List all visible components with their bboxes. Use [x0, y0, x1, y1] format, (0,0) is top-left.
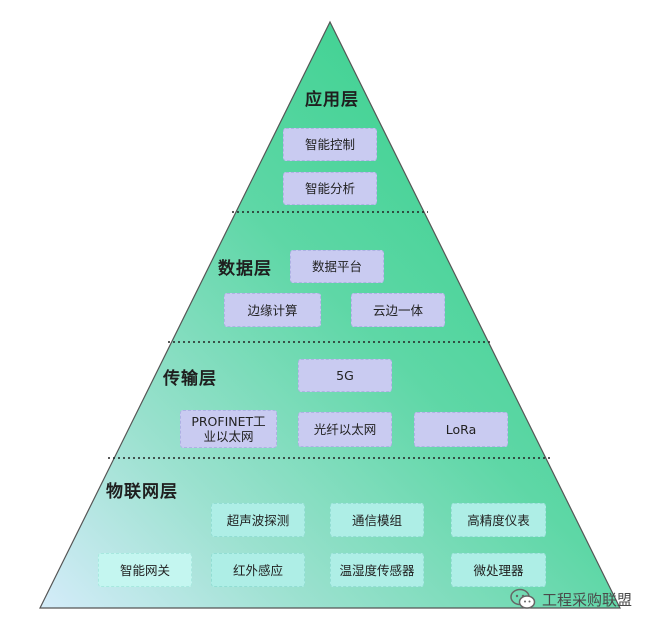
iot-item-precision-meter: 高精度仪表	[451, 503, 546, 537]
data-item-platform: 数据平台	[290, 250, 384, 283]
iot-item-temp-humidity: 温湿度传感器	[330, 553, 424, 587]
data-item-cloud-edge: 云边一体	[351, 293, 445, 327]
wechat-icon	[510, 588, 536, 609]
transport-item-profinet: PROFINET工业以太网	[180, 410, 277, 448]
transport-item-fiber-ethernet: 光纤以太网	[298, 412, 392, 447]
watermark: 工程采购联盟	[510, 588, 632, 610]
data-layer-title: 数据层	[218, 259, 272, 279]
iot-item-smart-gateway: 智能网关	[98, 553, 192, 587]
app-item-smart-control: 智能控制	[283, 128, 377, 161]
data-item-edge-computing: 边缘计算	[224, 293, 321, 327]
transport-layer-title: 传输层	[163, 369, 217, 389]
watermark-text: 工程采购联盟	[542, 590, 633, 609]
pyramid-triangle	[39, 20, 621, 609]
iot-item-ultrasonic: 超声波探测	[211, 503, 305, 537]
application-layer-title: 应用层	[305, 90, 359, 110]
iot-item-microprocessor: 微处理器	[451, 553, 546, 587]
iot-layer-title: 物联网层	[106, 482, 178, 502]
iot-item-infrared: 红外感应	[211, 553, 305, 587]
app-item-smart-analysis: 智能分析	[283, 172, 377, 205]
transport-item-lora: LoRa	[414, 412, 508, 447]
iot-item-comm-module: 通信模组	[330, 503, 424, 537]
transport-item-5g: 5G	[298, 359, 392, 392]
